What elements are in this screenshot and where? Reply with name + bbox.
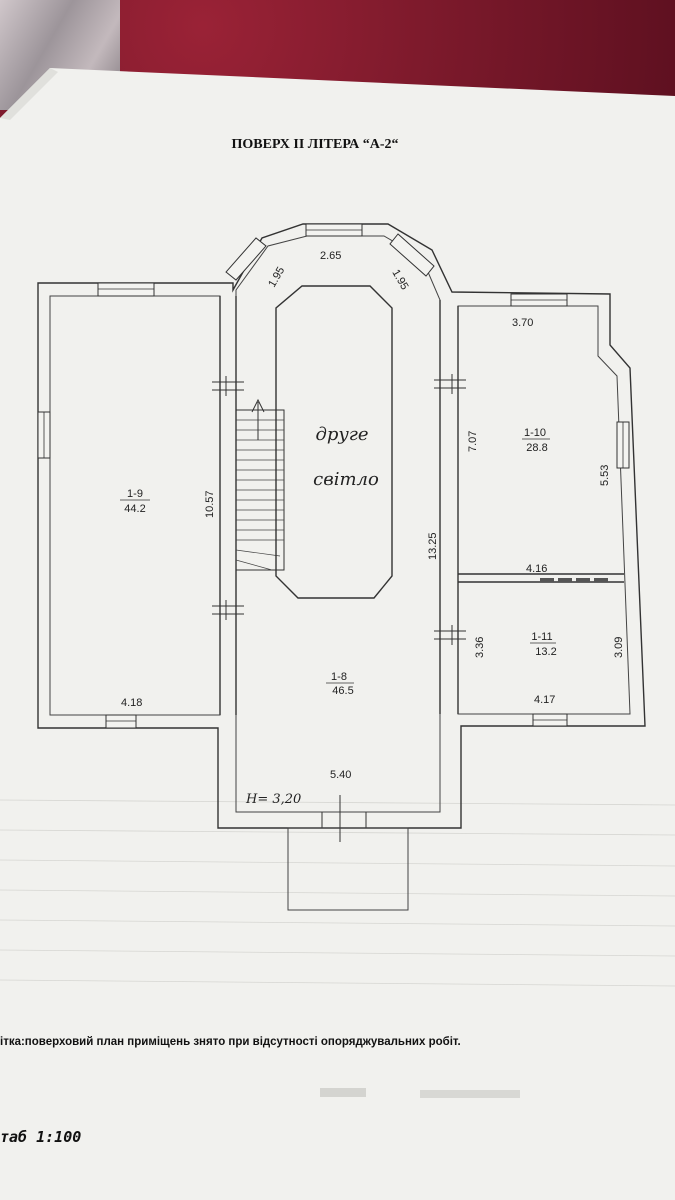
dim-room10-left: 7.07 xyxy=(467,431,479,452)
dim-room11-left: 3.36 xyxy=(474,637,486,658)
room-11-id: 1-11 xyxy=(531,631,552,643)
dim-room9-height: 10.57 xyxy=(204,490,216,518)
room-9-area: 44.2 xyxy=(124,503,145,515)
void-label-line2: світло xyxy=(313,469,379,490)
ceiling-height-label: H= 3,20 xyxy=(245,792,301,807)
faint-ruled-lines xyxy=(0,799,675,987)
dim-room11-width: 4.17 xyxy=(534,694,555,706)
bleed-through-marks xyxy=(320,1088,520,1098)
radiators xyxy=(540,578,608,582)
room-11-area: 13.2 xyxy=(535,646,556,658)
entrance-porch xyxy=(287,827,409,911)
plan-footnote: ітка:поверховий план приміщень знято при… xyxy=(0,1036,461,1048)
void-label-line1: друге xyxy=(315,424,368,445)
door-marks xyxy=(212,374,466,842)
dim-room11-right: 3.09 xyxy=(613,637,625,658)
paper-curl xyxy=(0,68,58,120)
dim-room9-width: 4.18 xyxy=(121,697,142,709)
dim-hall-height: 13.25 xyxy=(427,532,439,560)
room-8-id: 1-8 xyxy=(331,671,347,683)
plan-scale: таб 1:100 xyxy=(0,1128,81,1146)
room-8-area: 46.5 xyxy=(332,685,353,697)
dim-room10-bottom: 4.16 xyxy=(526,563,547,575)
room-9-id: 1-9 xyxy=(127,488,143,500)
room-10-area: 28.8 xyxy=(526,442,547,454)
paper-page xyxy=(0,68,675,1200)
double-height-void xyxy=(275,285,393,599)
dim-hall-width: 5.40 xyxy=(330,769,351,781)
room-10-id: 1-10 xyxy=(524,427,546,439)
dim-room10-right: 5.53 xyxy=(599,465,611,486)
plan-title: ПОВЕРХ ІІ ЛІТЕРА “А-2“ xyxy=(232,137,399,152)
windows xyxy=(37,223,630,729)
dim-room10-top: 3.70 xyxy=(512,317,533,329)
dim-bay-top: 2.65 xyxy=(320,250,341,262)
